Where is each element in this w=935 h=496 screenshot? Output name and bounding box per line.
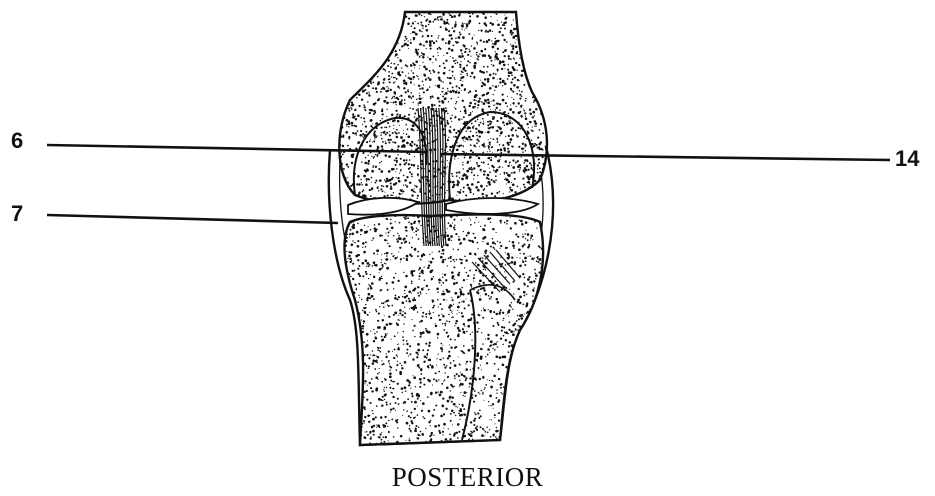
tibia [339,211,551,449]
meniscus-left [348,198,418,215]
figure-caption: POSTERIOR [0,462,935,493]
callout-label-7: 7 [11,203,23,225]
meniscus-right [446,198,538,214]
callout-label-14: 14 [895,148,919,170]
leader-line-7 [47,215,338,223]
callout-label-6: 6 [11,130,23,152]
